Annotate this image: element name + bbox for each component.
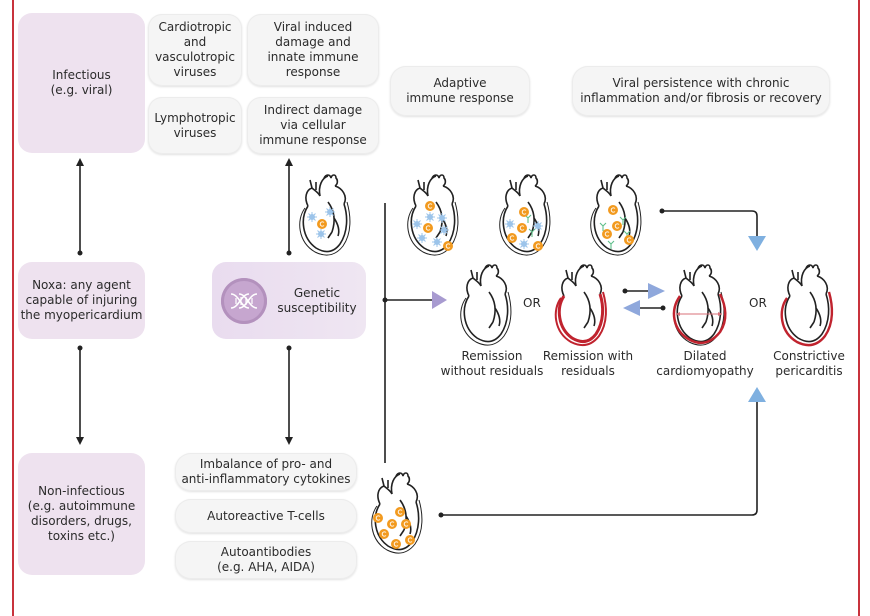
heart-viral-entry-icon [298,174,351,256]
non-infectious-box: Non-infectious (e.g. autoimmune disorder… [18,453,145,575]
mechanism-line: response [285,65,341,79]
infectious-label: Infectious [52,68,111,82]
infectious-box: Infectious (e.g. viral) [18,13,145,153]
heart-constrictive-icon [780,264,834,347]
dna-icon [221,277,268,324]
genetic-label: Genetic [293,285,341,300]
infectious-example: (e.g. viral) [50,83,113,97]
non-infectious-label: Non-infectious [38,484,125,498]
indirect-damage-box: Indirect damage via cellular immune resp… [247,97,379,154]
factor-line: (e.g. AHA, AIDA) [217,560,315,574]
outcome-line: Dilated [683,349,727,363]
or-label: OR [749,296,767,310]
outcome-constrictive-pericarditis: Constrictive pericarditis [764,349,854,379]
figure-frame [12,0,860,616]
noxa-to-infectious-arrow [76,158,84,256]
noxa-line: capable of injuring [25,293,138,307]
trunk-to-remission-arrow [382,291,447,309]
noxa-box: Noxa: any agent capable of injuring the … [18,262,145,339]
phase-line: inflammation and/or fibrosis or recovery [580,91,822,105]
genetic-to-cytokine-arrow [285,345,293,445]
heart-persistence-icon [589,174,642,256]
outcome-line: without residuals [440,364,544,378]
factor-line: Autoantibodies [220,545,312,559]
heart-autoimmune-icon [370,472,423,554]
virus-line: viruses [173,125,217,140]
mechanism-line: Viral induced [273,20,353,34]
outcome-line: pericarditis [775,364,843,378]
heart-residuals-icon [554,264,607,347]
non-infectious-line: disorders, drugs, [31,514,132,528]
mechanism-line: immune response [259,133,367,147]
factor-line: Imbalance of pro- and [199,457,333,471]
genetic-susceptibility-box: Genetic susceptibility [212,262,366,339]
virus-line: Lymphotropic [154,110,236,125]
cardiotropic-viruses-box: Cardiotropic and vasculotropic viruses [148,14,242,86]
noxa-line: the myopericardium [20,308,143,322]
adaptive-immune-response-box: Adaptive immune response [390,66,530,116]
autoimmune-to-dcm-arrow [438,387,766,518]
persistence-to-dcm-arrow [659,208,766,251]
autoreactive-t-cells-box: Autoreactive T-cells [175,499,357,533]
mechanism-line: Indirect damage [263,103,363,117]
noxa-line: Noxa: any agent [32,278,131,292]
virus-line: and [183,35,207,49]
outcome-line: Remission [461,349,523,363]
outcome-remission-with-residuals: Remission with residuals [538,349,638,379]
virus-line: viruses [173,65,217,79]
cytokine-imbalance-box: Imbalance of pro- and anti-inflammatory … [175,453,357,491]
residuals-to-dcm-arrow [622,283,665,299]
outcome-line: Constrictive [773,349,845,363]
heart-acute-viral-icon [406,174,459,256]
autoantibodies-box: Autoantibodies (e.g. AHA, AIDA) [175,541,357,579]
virus-line: vasculotropic [155,50,235,64]
non-infectious-line: (e.g. autoimmune [27,499,136,513]
heart-adaptive-immune-icon [498,174,551,256]
outcome-line: Remission with [542,349,634,363]
viral-induced-damage-box: Viral induced damage and innate immune r… [247,14,379,86]
mechanism-line: innate immune [267,50,359,64]
virus-line: Cardiotropic [158,20,232,34]
viral-persistence-box: Viral persistence with chronic inflammat… [572,66,830,116]
genetic-label: susceptibility [277,300,357,315]
heart-remission-icon [459,264,512,346]
outcome-remission-without-residuals: Remission without residuals [436,349,548,379]
factor-line: Autoreactive T-cells [207,508,325,523]
mechanism-line: via cellular [280,118,346,132]
dcm-to-residuals-arrow [623,300,666,316]
factor-line: anti-inflammatory cytokines [181,472,351,486]
outcome-line: residuals [561,364,615,378]
noxa-to-non-infectious-arrow [76,345,84,445]
lymphotropic-viruses-box: Lymphotropic viruses [148,97,242,154]
phase-line: Adaptive [433,76,487,90]
phase-line: Viral persistence with chronic [612,76,790,90]
connectors [76,158,766,518]
non-infectious-line: toxins etc.) [48,529,115,543]
genetic-to-indirect-arrow [285,158,293,256]
phase-line: immune response [406,91,514,105]
outcome-line: cardiomyopathy [656,364,754,378]
heart-dilated-cm-icon [672,264,727,346]
or-label: OR [523,296,541,310]
outcome-dilated-cardiomyopathy: Dilated cardiomyopathy [650,349,760,379]
mechanism-line: damage and [275,35,351,49]
